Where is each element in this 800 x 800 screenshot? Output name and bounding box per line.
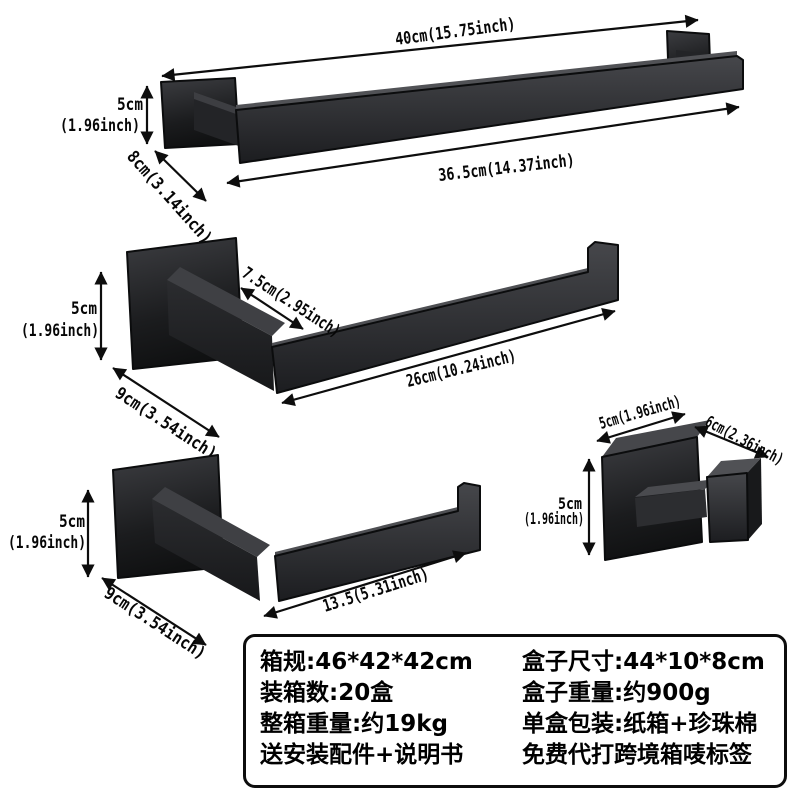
- dimension-arrow-depth: [694, 425, 769, 459]
- towel-bar-40cm-group: 40cm(15.75inch) 5cm (1.96inch) 8cm(3.14i…: [60, 14, 744, 248]
- dimension-arrow-base: [101, 577, 207, 646]
- dimension-label-base: 9cm(3.54inch): [111, 383, 220, 463]
- spec-box-packing: 单盒包装:纸箱+珍珠棉: [522, 711, 758, 737]
- dimension-label-height: 5cm: [558, 494, 582, 513]
- paper-holder-arm-front: [152, 499, 260, 601]
- towel-ring-26cm-group: 7.5cm(2.95inch) 5cm (1.96inch) 9cm(3.54i…: [21, 237, 619, 464]
- dimension-label-height-inch: (1.96inch): [21, 321, 99, 341]
- robe-hook-block-front: [706, 472, 749, 543]
- dimension-arrow-base: [112, 367, 220, 438]
- towel-bar-rail: [235, 55, 744, 164]
- spec-label-service: 免费代打跨境箱唛标签: [522, 742, 752, 768]
- spec-carton-size: 箱规:46*42*42cm: [260, 649, 473, 675]
- dimension-label-length-bottom: 36.5cm(14.37inch): [437, 151, 575, 186]
- dimension-arrow-length: [281, 307, 616, 407]
- dimension-arrow-depth: [154, 150, 207, 202]
- dimension-label-base: 9cm(3.54inch): [100, 583, 209, 663]
- spec-box-weight: 盒子重量:约900g: [522, 680, 711, 706]
- robe-hook-group: 5cm(1.96inch) 6cm(2.36inch) 5cm (1.96inc…: [524, 391, 787, 561]
- dimension-label-height-inch: (1.96inch): [524, 509, 584, 528]
- robe-hook-block-side-face: [747, 458, 762, 540]
- spec-table: 箱规:46*42*42cm 盒子尺寸:44*10*8cm 装箱数:20盒 盒子重…: [243, 634, 787, 788]
- dimension-label-height: 5cm: [71, 299, 97, 319]
- dimension-label-width: 5cm(1.96inch): [597, 391, 683, 432]
- dimension-label-height-inch: (1.96inch): [60, 116, 140, 136]
- spec-accessories: 送安装配件+说明书: [260, 742, 464, 768]
- dimension-arrow-length-top: [161, 14, 699, 82]
- paper-holder-group: 5cm (1.96inch) 9cm(3.54inch) 13.5(5.31in…: [8, 454, 481, 664]
- spec-carton-weight: 整箱重量:约19kg: [260, 711, 448, 737]
- dimension-arrow-width: [596, 411, 686, 444]
- dimension-arrow-length: [263, 550, 467, 619]
- dimension-arrow-length-bottom: [226, 102, 740, 188]
- towel-ring-arm-front: [167, 280, 274, 391]
- paper-holder-arm-top-face: [152, 487, 270, 557]
- robe-hook-arm-front: [635, 489, 707, 527]
- dimension-label-height: 5cm: [117, 95, 143, 115]
- dimension-label-height: 5cm: [59, 512, 85, 532]
- robe-hook-arm-top-face: [635, 479, 716, 497]
- spec-boxes-per-carton: 装箱数:20盒: [260, 680, 394, 706]
- dimension-label-height-inch: (1.96inch): [8, 533, 86, 553]
- spec-box-size: 盒子尺寸:44*10*8cm: [522, 649, 765, 675]
